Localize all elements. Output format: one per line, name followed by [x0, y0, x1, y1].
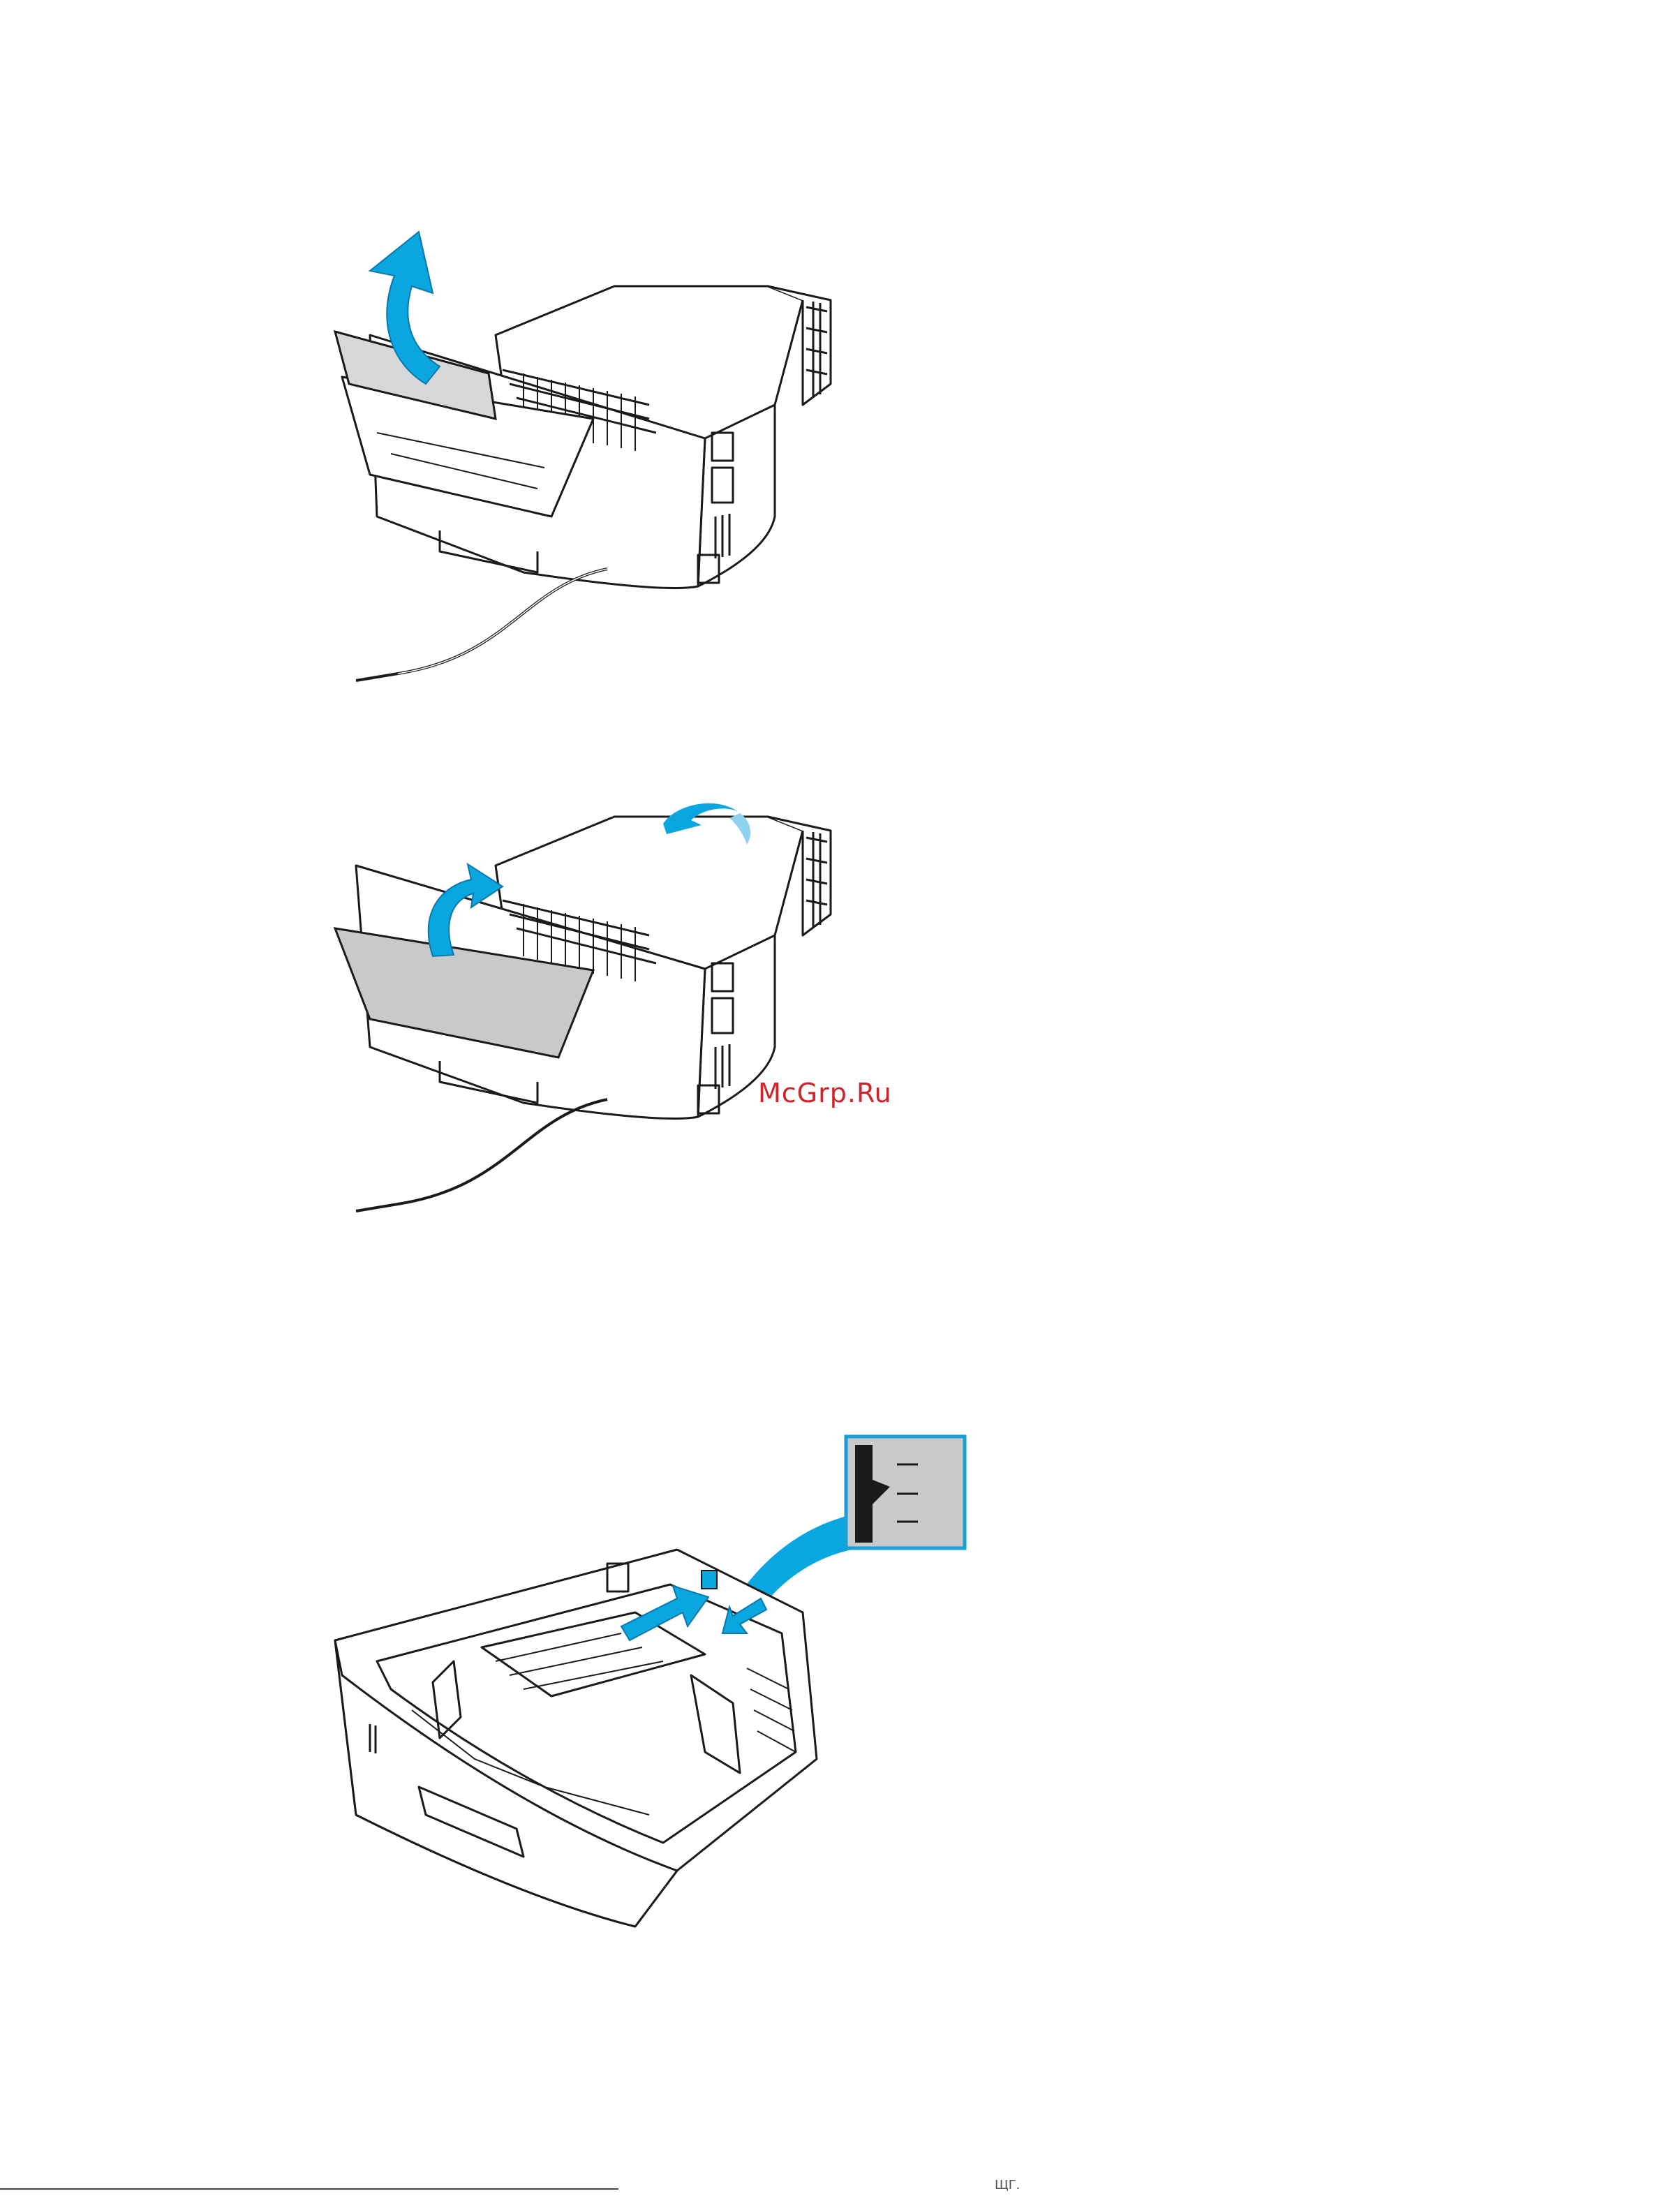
footer-rule: [0, 2188, 618, 2190]
power-cord-icon: [356, 569, 607, 681]
callout-box: [846, 1437, 965, 1548]
watermark-text: McGrp.Ru: [758, 1078, 892, 1108]
guide-tab-highlight: [702, 1571, 717, 1589]
printer-rear-icon: [342, 286, 831, 588]
power-cord-icon: [356, 1099, 607, 1211]
printer-rear-lift-paper-illustration: [314, 223, 873, 698]
footer-mark: ЩГ.: [995, 2178, 1020, 2192]
printer-rear-close-door-illustration: [314, 782, 873, 1256]
paper-tray-guide-illustration: [314, 1424, 984, 1940]
paper-tray-icon: [335, 1550, 817, 1927]
